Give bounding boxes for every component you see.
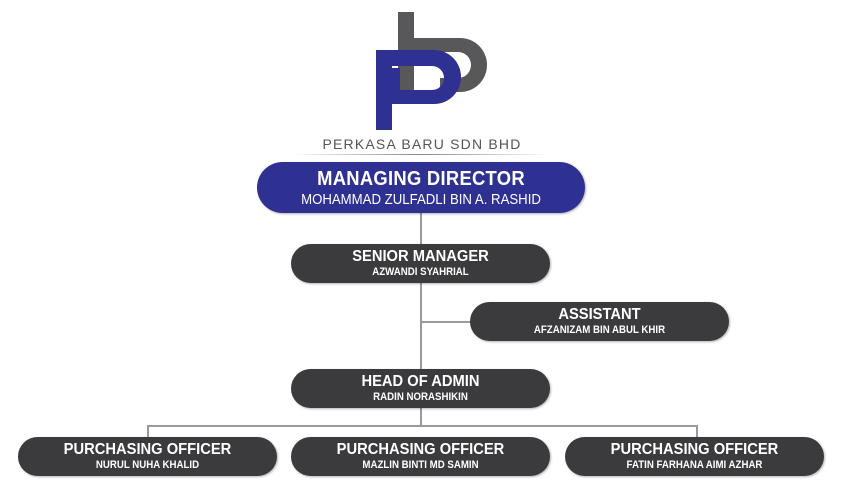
- position-title: PURCHASING OFFICER: [63, 441, 232, 458]
- connector: [696, 425, 698, 438]
- purchasing-officer-box: PURCHASING OFFICER NURUL NUHA KHALID: [18, 437, 277, 476]
- senior-manager-box: SENIOR MANAGER AZWANDI SYAHRIAL: [291, 244, 550, 283]
- head-of-admin-box: HEAD OF ADMIN RADIN NORASHIKIN: [291, 369, 550, 408]
- position-title: HEAD OF ADMIN: [361, 373, 480, 390]
- person-name: AFZANIZAM BIN ABUL KHIR: [533, 324, 666, 336]
- connector: [421, 321, 471, 323]
- person-name: AZWANDI SYAHRIAL: [372, 266, 469, 278]
- person-name: RADIN NORASHIKIN: [373, 391, 468, 403]
- connector: [420, 212, 422, 426]
- person-name: MOHAMMAD ZULFADLI BIN A. RASHID: [301, 190, 541, 208]
- divider: [290, 154, 552, 155]
- managing-director-box: MANAGING DIRECTOR MOHAMMAD ZULFADLI BIN …: [257, 162, 585, 213]
- position-title: MANAGING DIRECTOR: [317, 167, 525, 190]
- purchasing-officer-box: PURCHASING OFFICER MAZLIN BINTI MD SAMIN: [291, 437, 550, 476]
- person-name: MAZLIN BINTI MD SAMIN: [362, 459, 479, 471]
- connector: [147, 425, 698, 427]
- person-name: NURUL NUHA KHALID: [95, 459, 200, 471]
- position-title: PURCHASING OFFICER: [336, 441, 505, 458]
- company-name: PERKASA BARU SDN BHD: [322, 136, 522, 152]
- purchasing-officer-box: PURCHASING OFFICER FATIN FARHANA AIMI AZ…: [565, 437, 824, 476]
- position-title: ASSISTANT: [558, 306, 641, 323]
- logo-blue-p: [376, 50, 461, 130]
- assistant-box: ASSISTANT AFZANIZAM BIN ABUL KHIR: [470, 302, 729, 341]
- connector: [147, 425, 149, 438]
- position-title: PURCHASING OFFICER: [610, 441, 779, 458]
- company-logo: [376, 12, 487, 130]
- position-title: SENIOR MANAGER: [352, 248, 489, 265]
- person-name: FATIN FARHANA AIMI AZHAR: [626, 459, 763, 471]
